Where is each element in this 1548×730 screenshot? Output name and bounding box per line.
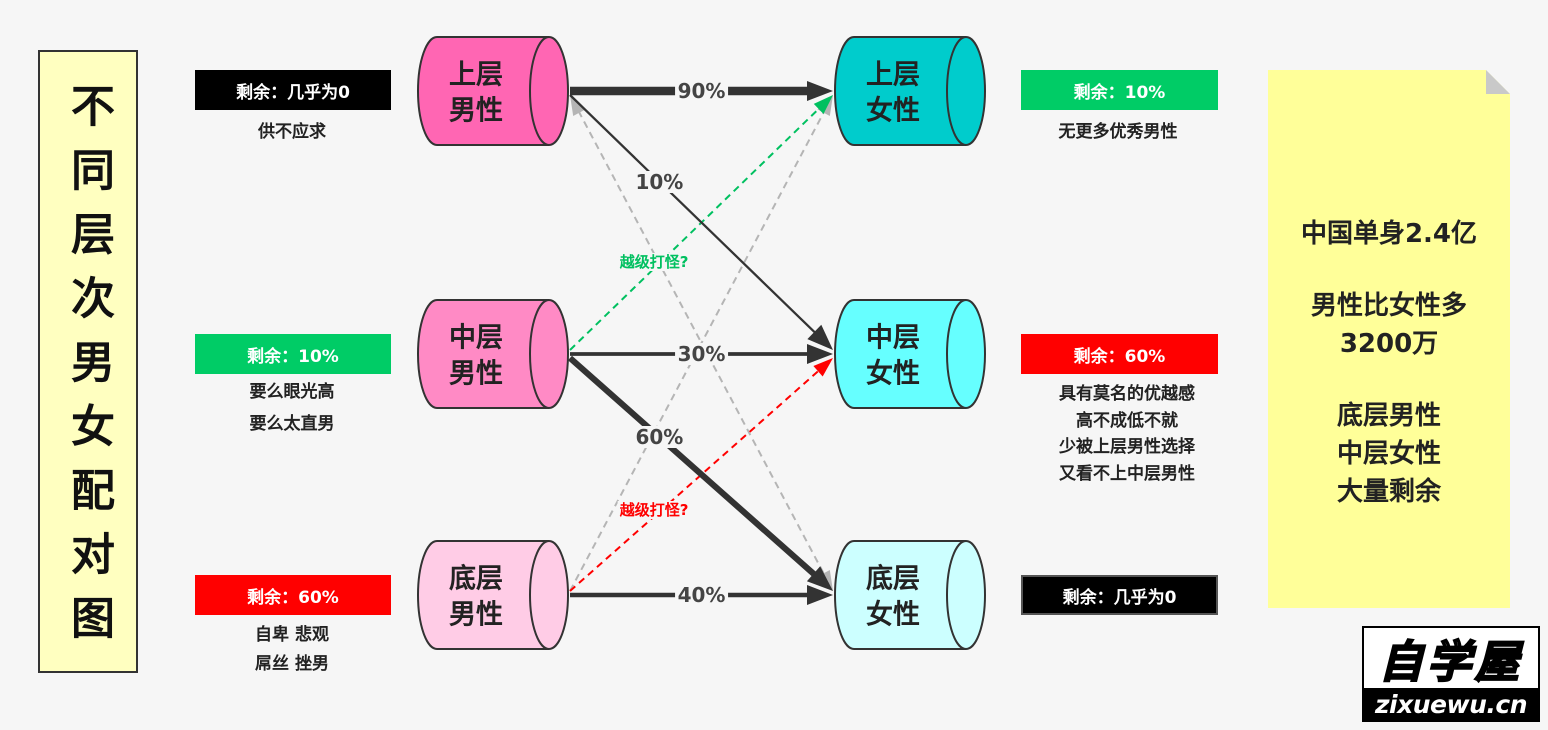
logo-domain: zixuewu.cn <box>1364 688 1538 720</box>
node-label: 中层 <box>449 323 503 354</box>
edge-men-upper-to-women-middle <box>569 94 833 350</box>
women-middle-remaining-badge: 剩余：60% <box>1021 334 1218 374</box>
note-line: 高不成低不就 <box>1076 410 1178 431</box>
cylinder-end-face <box>529 299 550 409</box>
men-node-middle: 中层男性 <box>417 299 569 409</box>
summary-line: 中国单身2.4亿 <box>1300 219 1478 249</box>
arrowhead <box>807 344 833 364</box>
node-label: 上层 <box>866 60 920 91</box>
women-upper-remaining-badge: 剩余：10% <box>1021 70 1218 110</box>
cylinder-body <box>417 540 569 650</box>
men-lower-remaining-badge: 剩余：60% <box>195 575 391 615</box>
dashed-edge-line <box>577 110 826 576</box>
women-upper-note: 无更多优秀男性 <box>998 117 1238 147</box>
arrowhead <box>807 585 833 605</box>
men-upper-note: 供不应求 <box>172 117 412 147</box>
dashed-edge-line <box>569 110 826 592</box>
note-line: 屌丝 挫男 <box>255 654 329 674</box>
summary-group: 中国单身2.4亿 <box>1268 215 1510 253</box>
arrowhead <box>807 324 833 350</box>
summary-line: 底层男性 <box>1336 401 1441 431</box>
note-line: 无更多优秀男性 <box>1058 122 1178 142</box>
women-node-middle: 中层女性 <box>834 299 986 409</box>
cylinder-body <box>834 36 986 146</box>
cylinder-end-face <box>529 540 550 650</box>
node-label: 上层 <box>449 60 503 91</box>
note-line: 要么眼光高 <box>249 382 335 402</box>
edge-men-middle-to-women-middle <box>570 344 833 364</box>
summary-line: 3200万 <box>1339 329 1439 359</box>
men-node-upper: 上层男性 <box>417 36 569 146</box>
note-line: 自卑 悲观 <box>255 625 329 645</box>
edge-men-middle-to-women-lower <box>567 355 833 591</box>
edge-line <box>567 355 818 578</box>
women-middle-note: 具有莫名的优越感 高不成低不就 少被上层男性选择 又看不上中层男性 <box>997 381 1257 488</box>
node-label: 底层 <box>449 563 503 595</box>
folded-corner <box>1486 70 1510 94</box>
summary-content: 中国单身2.4亿 男性比女性多 3200万 底层男性 中层女性 大量剩余 <box>1268 215 1510 511</box>
summary-line: 中层女性 <box>1336 439 1441 469</box>
note-line: 少被上层男性选择 <box>1059 437 1195 458</box>
logo-wordmark: 自学屋 <box>1378 636 1523 689</box>
men-middle-remaining-badge: 剩余：10% <box>195 334 391 374</box>
summary-note-background <box>1268 70 1510 608</box>
cylinder-end-face <box>946 299 967 409</box>
node-label: 男性 <box>449 96 503 127</box>
node-label: 中层 <box>866 323 920 354</box>
note-line: 供不应求 <box>258 122 326 142</box>
edge-layer <box>567 81 833 605</box>
summary-group: 男性比女性多 3200万 <box>1268 287 1510 363</box>
node-label: 女性 <box>866 95 920 127</box>
cylinder-body <box>834 540 986 650</box>
cylinder-end-face <box>946 36 967 146</box>
site-logo: 自学屋 zixuewu.cn <box>1362 626 1540 722</box>
summary-line: 大量剩余 <box>1336 477 1441 507</box>
summary-line: 男性比女性多 <box>1310 291 1467 321</box>
dashed-edge-line <box>569 369 821 592</box>
arrowhead <box>807 81 833 101</box>
cylinder-end-face <box>529 36 550 146</box>
note-line: 要么太直男 <box>249 414 335 434</box>
men-upper-remaining-badge: 剩余：几乎为0 <box>195 70 391 110</box>
node-label: 男性 <box>449 359 503 390</box>
note-line: 具有莫名的优越感 <box>1059 384 1195 404</box>
cylinder-body <box>834 299 986 409</box>
note-line: 又看不上中层男性 <box>1059 464 1195 485</box>
men-middle-note: 要么眼光高 要么太直男 <box>172 376 412 440</box>
men-node-lower: 底层男性 <box>417 540 569 650</box>
title-box: 不同层次男女配对图 <box>38 50 138 673</box>
arrowhead <box>813 95 833 114</box>
dashed-edge-line <box>569 106 821 351</box>
women-lower-remaining-badge: 剩余：几乎为0 <box>1021 575 1218 615</box>
cylinder-end-face <box>946 540 967 650</box>
edge-line <box>569 94 817 335</box>
edge-men-middle-to-women-upper <box>569 95 833 351</box>
summary-note: 中国单身2.4亿 男性比女性多 3200万 底层男性 中层女性 大量剩余 <box>1268 70 1510 608</box>
node-label: 女性 <box>866 599 920 631</box>
cylinder-body <box>417 36 569 146</box>
cylinder-body <box>417 299 569 409</box>
edge-men-lower-to-women-middle <box>569 358 833 592</box>
edge-men-lower-to-women-lower <box>570 585 833 605</box>
node-label: 底层 <box>866 563 920 595</box>
arrowhead <box>806 566 833 591</box>
men-lower-note: 自卑 悲观 屌丝 挫男 <box>172 621 412 679</box>
arrowhead <box>813 358 833 377</box>
edge-men-upper-to-women-upper <box>570 81 833 101</box>
node-label: 女性 <box>866 358 920 390</box>
page-title: 不同层次男女配对图 <box>63 82 114 659</box>
node-label: 男性 <box>449 600 503 631</box>
summary-group: 底层男性 中层女性 大量剩余 <box>1268 397 1510 511</box>
